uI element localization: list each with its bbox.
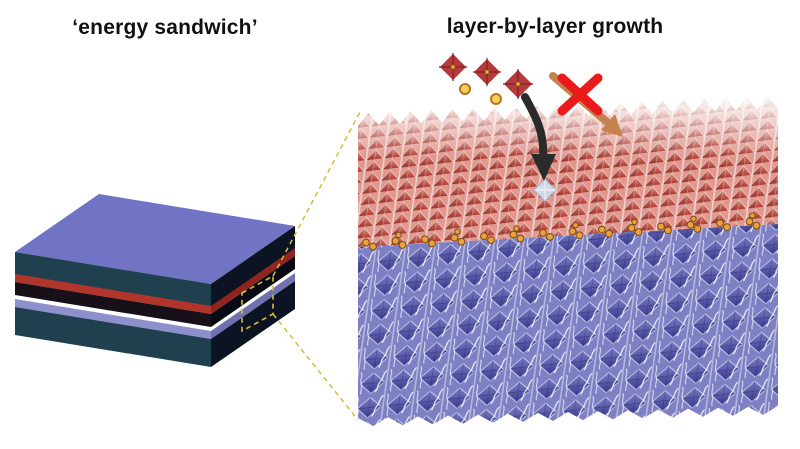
interface-ion (572, 222, 579, 229)
interface-ion (398, 241, 407, 249)
connector-line-bottom (272, 313, 359, 421)
interface-ion (631, 218, 638, 226)
left-panel-title: ‘energy sandwich’ (72, 16, 258, 39)
interface-ion (513, 225, 520, 232)
interface-ion (421, 235, 429, 244)
interface-ion (627, 224, 636, 232)
interface-ion (362, 238, 370, 247)
interface-ion (395, 231, 402, 239)
interface-ion (664, 226, 672, 235)
interface-ion (749, 212, 756, 219)
stack-red-layer (15, 247, 295, 327)
free-ion (490, 93, 502, 105)
interface-ion (516, 234, 525, 243)
interface-ion (391, 237, 400, 245)
x-mark-stroke (557, 73, 603, 116)
interface-ion (428, 239, 436, 248)
interface-ion (634, 228, 643, 236)
interface-ion-dots (362, 212, 761, 251)
interface-ion (657, 222, 665, 231)
incoming-octahedron (502, 68, 534, 100)
blue-octahedra-layer (358, 224, 778, 427)
stack-bottom-slab (15, 273, 295, 367)
interface-ion (568, 227, 577, 236)
incoming-octahedron (472, 57, 502, 87)
interface-ion (745, 217, 754, 226)
interface-ion (454, 228, 461, 235)
interface-ion (450, 233, 459, 242)
interface-ion (690, 215, 697, 222)
right-panel-title: layer-by-layer growth (446, 15, 664, 38)
interface-ion (539, 228, 547, 237)
interface-ion (686, 220, 695, 229)
red-layer-top-fade (358, 97, 778, 247)
interface-ion (546, 232, 554, 241)
interface-ion (605, 229, 613, 238)
incoming-octahedron (438, 52, 468, 82)
interface-ion (369, 242, 377, 251)
connector-line-top (272, 111, 361, 277)
interface-ion (487, 236, 495, 245)
interface-ion (509, 230, 518, 239)
interface-ion (716, 219, 724, 228)
layer-by-layer-panel (358, 97, 778, 427)
stack-top-slab (15, 194, 295, 306)
interface-ion (693, 224, 702, 233)
interface-ion (752, 221, 761, 230)
interface-ion (575, 231, 584, 240)
interface-ion (457, 237, 466, 246)
free-ion (459, 83, 471, 95)
energy-sandwich-stack (15, 194, 295, 367)
x-mark (557, 73, 603, 116)
interface-ion (598, 225, 606, 234)
interface-ion (723, 223, 731, 232)
connector-lines (272, 111, 361, 421)
landing-site-octahedron (533, 178, 557, 202)
deposition-arrow (521, 93, 556, 181)
interface-ion (480, 232, 488, 241)
incoming-octahedra (438, 52, 534, 105)
